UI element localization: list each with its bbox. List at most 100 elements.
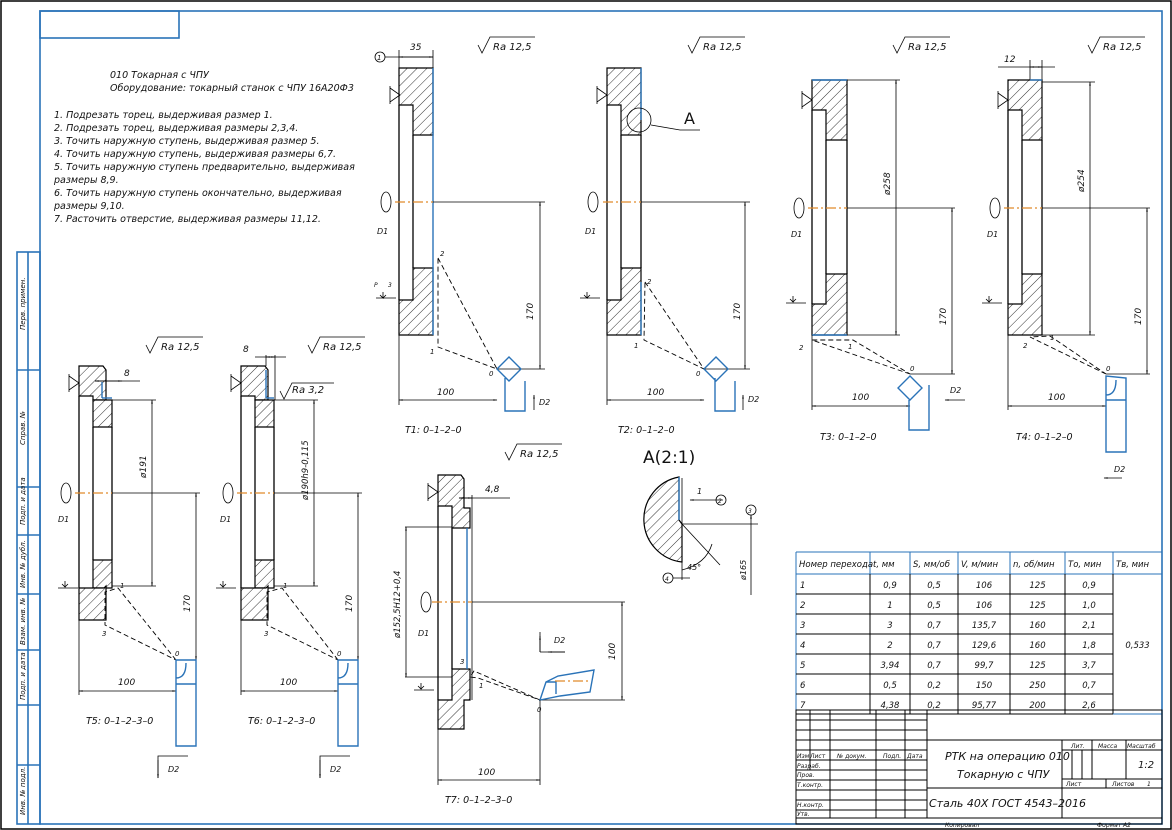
row-label-developed: Разраб.	[797, 763, 821, 770]
svg-text:1: 1	[283, 582, 287, 590]
label-d1: D1	[377, 227, 388, 236]
table-cell: 0,7	[927, 641, 941, 651]
svg-text:100: 100	[647, 388, 664, 398]
row-label-approved: Утв.	[797, 811, 810, 818]
svg-text:2: 2	[799, 344, 804, 352]
table-cell: 99,7	[975, 661, 995, 671]
svg-text:1: 1	[634, 342, 638, 350]
table-cell: 160	[1029, 621, 1045, 631]
table-cell: 95,77	[972, 701, 997, 711]
detail-view-a: A(2:1) 45° 1 2 3 4 ø165	[643, 448, 758, 595]
svg-text:1: 1	[1147, 781, 1151, 788]
operation-notes: 010 Токарная с ЧПУ Оборудование: токарны…	[53, 70, 355, 225]
table-cell: 0,9	[1082, 581, 1096, 591]
table-cell: 3	[887, 621, 892, 631]
svg-text:D2: D2	[330, 765, 341, 774]
scale-value: 1:2	[1138, 760, 1154, 771]
svg-text:Формат: Формат	[1097, 822, 1122, 829]
svg-text:Лист: Лист	[809, 753, 826, 760]
row-label-tech-control: Т.контр.	[797, 782, 823, 789]
caption-t5: T5: 0–1–2–3–0	[86, 716, 153, 727]
svg-text:3: 3	[748, 508, 752, 515]
table-cell: 1,8	[1082, 641, 1096, 651]
table-header-cell: Tв, мин	[1116, 560, 1150, 570]
material: Сталь 40Х ГОСТ 4543–2016	[929, 797, 1086, 810]
table-cell: 2,6	[1082, 701, 1096, 711]
table-cell: 4,38	[881, 701, 901, 711]
svg-text:100: 100	[1048, 393, 1065, 403]
svg-text:D2: D2	[554, 636, 565, 645]
svg-text:0: 0	[175, 650, 180, 658]
view-t2: Ra 12,5 A D1 170 100 210 D2 T2: 0–1–2–0	[580, 36, 759, 436]
step-line: 1. Подрезать торец, выдерживая размер 1.	[54, 110, 273, 121]
view-t7: Ra 12,5 4,8 ø152,5H12+0,4 D1 100 D2 310 …	[393, 443, 625, 806]
svg-text:D2: D2	[539, 398, 550, 407]
roughness-symbol: Ra 12,5	[477, 36, 535, 54]
table-cell: 129,6	[972, 641, 997, 651]
svg-text:Ra 12,5: Ra 12,5	[520, 449, 559, 460]
detail-callout-circle	[626, 107, 652, 133]
table-cell: 3	[800, 621, 805, 631]
svg-text:D2: D2	[1114, 465, 1125, 474]
detail-label: A	[684, 109, 695, 128]
rotation-d1-icon	[380, 191, 392, 213]
tv-total-cell: 0,533	[1125, 641, 1149, 651]
step-line: 3. Точить наружную ступень, выдерживая р…	[54, 136, 319, 147]
svg-text:ø190h9-0,115: ø190h9-0,115	[301, 440, 311, 501]
rotation-d1-icon	[587, 191, 599, 213]
side-stamp-label: Справ. №	[19, 411, 27, 445]
table-cell: 250	[1029, 681, 1045, 691]
svg-text:3: 3	[102, 630, 106, 638]
table-header-cell: n, об/мин	[1013, 560, 1055, 570]
svg-text:3: 3	[460, 658, 464, 666]
roughness-symbol: Ra 12,5	[307, 336, 365, 354]
svg-text:Ra 12,5: Ra 12,5	[323, 342, 362, 353]
table-cell: 5	[800, 661, 805, 671]
svg-text:0: 0	[489, 370, 494, 378]
svg-text:Копировал: Копировал	[945, 822, 979, 829]
svg-text:D1: D1	[418, 629, 429, 638]
tool-path	[437, 257, 498, 370]
document-title-1: РТК на операцию 010	[945, 750, 1070, 763]
svg-text:D2: D2	[168, 765, 179, 774]
table-cell: 160	[1029, 641, 1045, 651]
step-line: размеры 9,10.	[53, 201, 125, 212]
operation-title: 010 Токарная с ЧПУ	[110, 70, 210, 81]
table-cell: 125	[1029, 581, 1045, 591]
cutting-tool-icon	[897, 375, 930, 431]
svg-text:2: 2	[718, 498, 722, 505]
svg-text:1: 1	[430, 348, 434, 356]
svg-text:D1: D1	[791, 230, 802, 239]
cutting-tool-icon	[496, 356, 526, 412]
dim-35: 35	[410, 43, 422, 53]
svg-text:Подп.: Подп.	[883, 753, 901, 760]
table-cell: 0,7	[1082, 681, 1096, 691]
svg-text:Листов: Листов	[1111, 781, 1135, 788]
table-cell: 0,2	[927, 681, 941, 691]
caption-t1: T1: 0–1–2–0	[405, 425, 462, 436]
svg-text:100: 100	[852, 393, 869, 403]
table-header-cell: S, мм/об	[913, 560, 950, 570]
table-header-cell: t, мм	[873, 560, 895, 570]
roughness-symbol: Ra 12,5	[504, 443, 562, 461]
section-bottom	[398, 267, 434, 336]
table-cell: 125	[1029, 601, 1045, 611]
table-cell: 0,5	[927, 581, 941, 591]
table-cell: 4	[800, 641, 805, 651]
svg-text:D2: D2	[950, 386, 961, 395]
svg-text:Ra 3,2: Ra 3,2	[292, 385, 324, 396]
svg-text:P: P	[374, 282, 378, 289]
svg-text:Ra 12,5: Ra 12,5	[703, 42, 742, 53]
table-cell: 7	[800, 701, 806, 711]
step-line: 5. Точить наружную ступень предварительн…	[54, 162, 355, 173]
svg-text:170: 170	[183, 595, 193, 612]
svg-text:100: 100	[478, 768, 495, 778]
svg-text:170: 170	[733, 303, 743, 320]
svg-text:D1: D1	[585, 227, 596, 236]
svg-text:170: 170	[345, 595, 355, 612]
svg-text:Ra 12,5: Ra 12,5	[1103, 42, 1142, 53]
svg-text:D1: D1	[220, 515, 231, 524]
table-cell: 0,7	[927, 621, 941, 631]
